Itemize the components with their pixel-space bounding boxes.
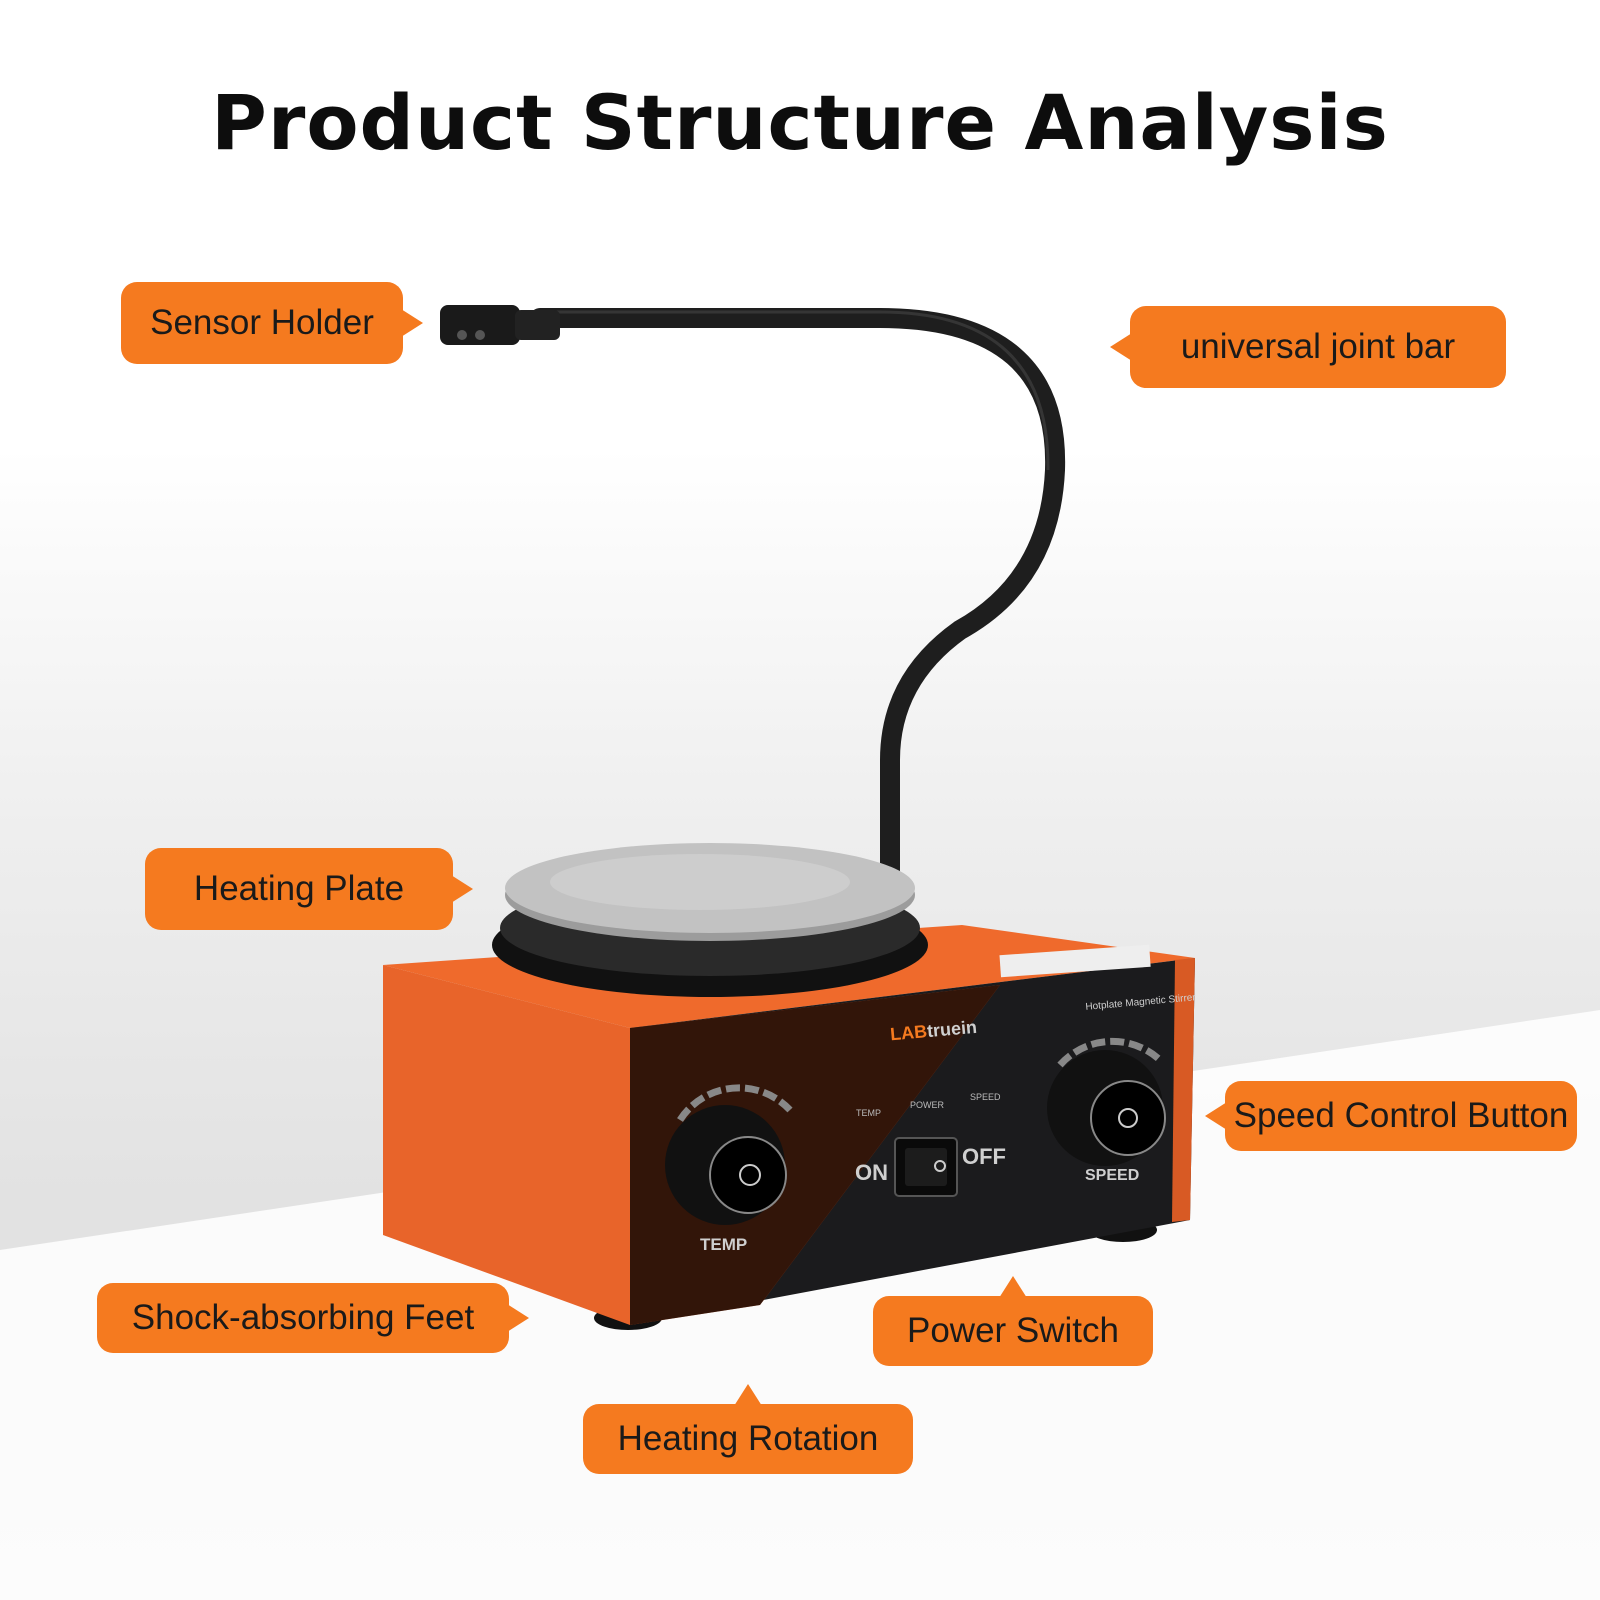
callout-power-switch: Power Switch [873,1276,1153,1366]
indicator-power-label: POWER [910,1100,945,1110]
svg-text:LABtruein: LABtruein [889,1017,977,1045]
page-title: Product Structure Analysis [211,78,1389,167]
temp-knob-label: TEMP [700,1235,747,1254]
sensor-holder-clamp [440,305,560,345]
universal-joint-bar-rod [530,308,1066,898]
callout-heating-rotation: Heating Rotation [583,1384,913,1474]
power-switch: ON OFF [855,1137,1006,1197]
switch-off-label: OFF [962,1144,1006,1169]
brand-prefix: LAB [889,1021,928,1044]
temp-knob: TEMP [665,1084,793,1254]
brand-suffix: truein [926,1017,978,1041]
speed-knob-label: SPEED [1085,1167,1139,1184]
indicator-temp-label: TEMP [856,1108,881,1118]
switch-on-label: ON [855,1160,888,1185]
callout-heating-plate: Heating Plate [145,848,473,930]
heating-plate-disk [492,843,928,997]
callout-sensor-holder: Sensor Holder [121,282,423,364]
indicator-speed-label: SPEED [970,1092,1001,1102]
callout-shock-absorbing-feet: Shock-absorbing Feet [97,1283,529,1353]
callout-universal-joint-bar: universal joint bar [1110,306,1506,388]
callout-speed-control-button: Speed Control Button [1205,1081,1577,1151]
speed-knob: SPEED [1047,1037,1166,1184]
